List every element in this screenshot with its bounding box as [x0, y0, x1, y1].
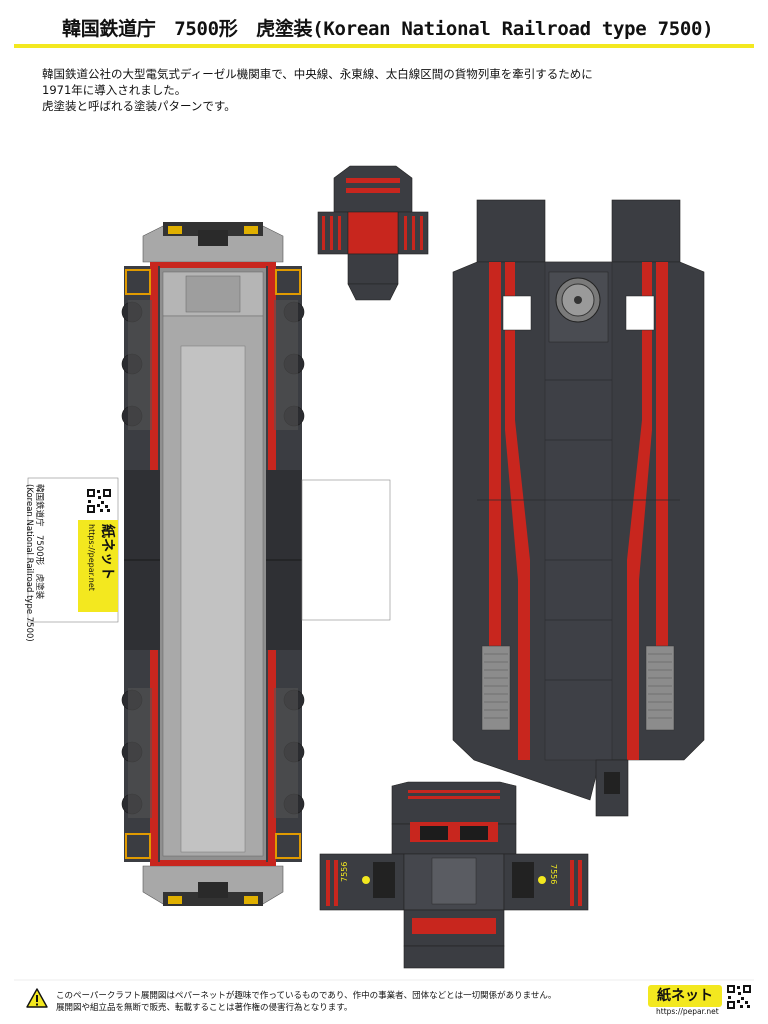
page-title: 韓国鉄道庁 7500形 虎塗装(Korean National Railroad…	[62, 18, 714, 40]
hood-roof-piece	[452, 199, 705, 817]
description-line: 1971年に導入されました。	[42, 83, 187, 97]
footer-background	[0, 978, 768, 1024]
tag-brand-logo: 紙ネット	[99, 524, 115, 580]
body-side-piece	[121, 222, 391, 906]
description-line: 韓国鉄道公社の大型電気式ディーゼル機関車で、中央線、永東線、太白線区間の貨物列車…	[42, 67, 593, 81]
tag-brand-url: https://pepar.net	[87, 524, 96, 591]
number-plate-left: 7556	[340, 861, 349, 882]
qr-code-icon	[86, 488, 112, 514]
notice-line: このペーパークラフト展開図はペパーネットが趣味で作っているものであり、作中の事業…	[56, 991, 557, 1001]
description-line: 虎塗装と呼ばれる塗装パターンです。	[42, 99, 236, 113]
cab-end-piece-top	[317, 165, 429, 301]
brand-url: https://pepar.net	[656, 1007, 719, 1016]
warning-icon	[26, 988, 48, 1008]
cab-end-piece-bottom	[319, 781, 589, 969]
tag-title: 韓国鉄道庁 7500形 虎塗装	[34, 484, 44, 600]
tag-subtitle: (Korean National Railroad type 7500)	[24, 484, 34, 642]
number-plate-right: 7556	[549, 864, 558, 885]
description: 韓国鉄道公社の大型電気式ディーゼル機関車で、中央線、永東線、太白線区間の貨物列車…	[42, 66, 593, 114]
brand-badge	[78, 520, 118, 612]
qr-code-icon	[726, 984, 752, 1010]
title-underline	[14, 44, 754, 48]
copyright-notice: このペーパークラフト展開図はペパーネットが趣味で作っているものであり、作中の事業…	[56, 990, 556, 1014]
notice-line: 展開図や組立品を無断で販売、転載することは著作権の侵害行為となります。	[56, 1003, 353, 1013]
brand-logo: 紙ネット	[648, 985, 722, 1007]
